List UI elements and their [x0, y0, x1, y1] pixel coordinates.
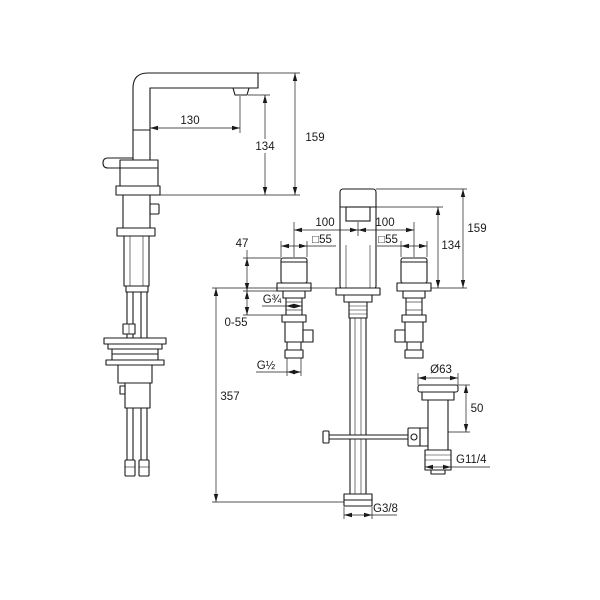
left-hex-fitting	[284, 349, 304, 359]
dim-label-handle-left: □55	[312, 234, 332, 246]
pop-up-waste	[417, 384, 459, 475]
right-hex-fitting	[404, 349, 424, 359]
spout-front	[335, 188, 381, 319]
dim-label-inlet-thread: G½	[257, 360, 276, 372]
dim-label-outlet-thread: G3/8	[373, 503, 398, 515]
left-inlet-elbow	[302, 329, 314, 343]
dim-label-total-height: 159	[305, 132, 324, 144]
dim-label-spacing-left: 100	[315, 217, 334, 229]
spout-outline	[132, 72, 259, 163]
left-neck	[282, 290, 306, 299]
left-bottom-fitting	[286, 341, 302, 351]
spout-rosette	[335, 287, 381, 296]
spout-pipe	[343, 318, 373, 507]
pop-up-rod-bar	[327, 434, 411, 440]
left-valve-body	[284, 321, 304, 343]
clamp-assembly	[103, 323, 167, 409]
pop-up-rod	[322, 427, 421, 447]
shank	[122, 194, 151, 229]
dim-label-waste-thread: G11/4	[456, 454, 487, 466]
front-view: 100 100 □55 □55 159 134	[212, 188, 490, 519]
dim-label-reach: 130	[180, 115, 199, 127]
clamp-lower-body	[124, 382, 151, 409]
dim-label-handle-right: □55	[378, 234, 398, 246]
left-handle-valve	[276, 257, 314, 359]
side-screw	[149, 203, 160, 215]
fixing-nut	[116, 227, 156, 237]
pop-up-rod-knob	[322, 430, 330, 444]
hose-end-right	[138, 459, 150, 477]
dim-label-hose-length: 357	[220, 391, 239, 403]
right-bottom-fitting	[406, 341, 422, 351]
dim-label-total-height: 159	[467, 223, 486, 235]
front-dimensions: 100 100 □55 □55 159 134	[212, 188, 490, 519]
spout-aerator	[232, 87, 250, 96]
clamp-plate-lower	[105, 359, 165, 366]
dim-label-backdrop	[254, 139, 277, 153]
spout-front-body	[339, 188, 377, 290]
waste-plug	[421, 391, 455, 401]
threaded-tube	[123, 235, 150, 287]
side-dimensions: 130 134 159	[150, 72, 325, 196]
spout-nut	[343, 294, 373, 303]
spout-side	[132, 72, 259, 163]
waste-side-connection	[419, 427, 429, 447]
spout-outlet	[345, 206, 371, 222]
side-view: 130 134 159	[102, 72, 325, 477]
right-inlet-elbow	[394, 329, 406, 343]
waste-flange	[417, 384, 459, 393]
dim-label-waste-diameter: Ø63	[430, 364, 452, 376]
dim-label-handle-thread: G¾	[263, 294, 282, 306]
right-valve-body	[404, 321, 424, 343]
right-neck	[402, 290, 426, 299]
left-shank	[285, 297, 303, 316]
left-nut	[281, 314, 307, 323]
dim-label-outlet-height: 134	[441, 240, 461, 252]
clamp-washer	[103, 337, 167, 345]
clamp-nut	[117, 364, 153, 384]
dim-label-outlet-height: 134	[255, 141, 275, 153]
clamp-plate	[107, 343, 163, 350]
waste-tail	[430, 469, 446, 475]
dim-label-handle-height: 47	[236, 238, 249, 250]
right-handle-valve	[394, 257, 432, 359]
right-rosette	[396, 282, 432, 292]
dim-label-clamp-range: 0-55	[224, 317, 247, 329]
mixer-body	[119, 159, 159, 187]
right-shank	[405, 297, 423, 316]
dim-label-waste-height: 50	[471, 403, 484, 415]
dim-label-spacing-right: 100	[375, 217, 394, 229]
hose-end-left	[124, 459, 136, 477]
right-nut	[401, 314, 427, 323]
clamp-nub	[119, 385, 126, 395]
pop-up-rod-bolt	[410, 433, 418, 441]
waste-body	[427, 399, 449, 451]
base-rosette	[115, 185, 161, 196]
left-rosette	[276, 282, 312, 292]
tube-end-fitting	[125, 285, 149, 293]
